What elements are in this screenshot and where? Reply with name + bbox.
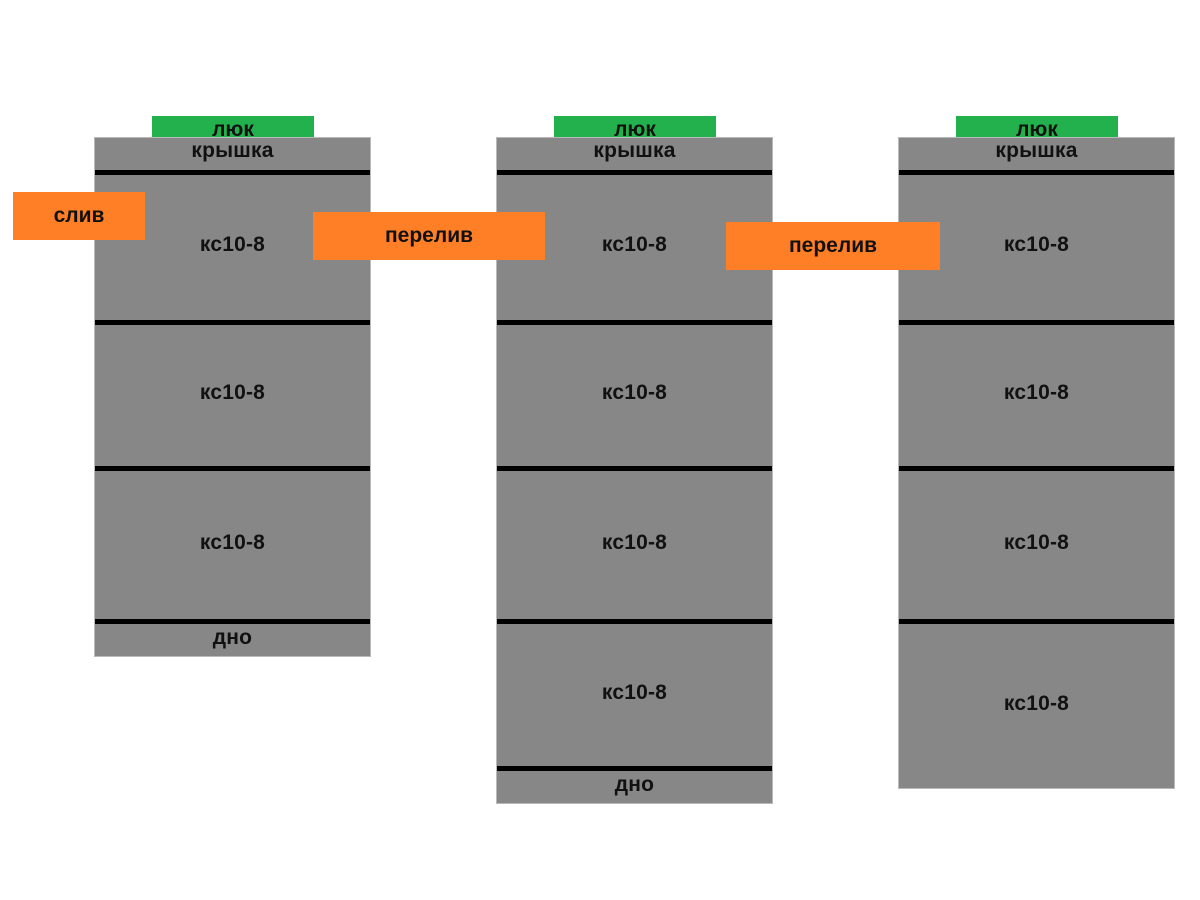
chamber-1-section-bottom-5: дно bbox=[95, 619, 370, 656]
hatch-label: люк bbox=[1016, 118, 1058, 141]
joint-line bbox=[95, 466, 370, 471]
chamber-1-section-lid-1: крышка bbox=[95, 138, 370, 170]
hatch-label: люк bbox=[614, 118, 656, 141]
joint-line bbox=[899, 466, 1174, 471]
section-label: кс10-8 bbox=[199, 381, 266, 404]
section-label: кс10-8 bbox=[601, 680, 668, 704]
joint-line bbox=[497, 466, 772, 471]
joint-line bbox=[95, 170, 370, 175]
overflow-pipe-1-2: перелив bbox=[313, 212, 545, 260]
joint-line bbox=[497, 170, 772, 175]
chamber-3-section-ring-5: кс10-8 bbox=[899, 619, 1174, 788]
joint-line bbox=[497, 619, 772, 624]
section-label: кс10-8 bbox=[1003, 530, 1070, 554]
section-label: кс10-8 bbox=[1003, 381, 1070, 404]
section-label: кс10-8 bbox=[601, 381, 668, 404]
joint-line bbox=[497, 320, 772, 325]
joint-line bbox=[95, 320, 370, 325]
section-label: крышка bbox=[191, 139, 274, 162]
section-label: кс10-8 bbox=[601, 233, 668, 256]
pipe-label: слив bbox=[53, 204, 105, 227]
chamber-3-section-ring-2: кс10-8 bbox=[899, 170, 1174, 320]
overflow-pipe-2-3: перелив bbox=[726, 222, 940, 270]
chamber-1-section-ring-3: кс10-8 bbox=[95, 320, 370, 466]
section-label: кс10-8 bbox=[601, 530, 668, 554]
pipe-label: перелив bbox=[788, 234, 878, 257]
chamber-2-section-lid-1: крышка bbox=[497, 138, 772, 170]
chamber-3-section-lid-1: крышка bbox=[899, 138, 1174, 170]
joint-line bbox=[899, 320, 1174, 325]
section-label: кс10-8 bbox=[1003, 691, 1070, 715]
joint-line bbox=[95, 619, 370, 624]
chamber-2-section-bottom-6: дно bbox=[497, 766, 772, 803]
chamber-1: крышка кс10-8 кс10-8 кс10-8 дно bbox=[95, 138, 370, 656]
section-label: кс10-8 bbox=[199, 233, 266, 256]
chamber-2-section-ring-4: кс10-8 bbox=[497, 466, 772, 619]
chamber-3: крышка кс10-8 кс10-8 кс10-8 кс10-8 bbox=[899, 138, 1174, 788]
section-label: кс10-8 bbox=[199, 530, 266, 554]
section-label: дно bbox=[212, 625, 253, 649]
chamber-1-section-ring-2: кс10-8 bbox=[95, 170, 370, 320]
chamber-3-section-ring-4: кс10-8 bbox=[899, 466, 1174, 619]
hatch-label: люк bbox=[212, 118, 254, 141]
joint-line bbox=[899, 170, 1174, 175]
section-label: дно bbox=[614, 772, 655, 796]
section-label: крышка bbox=[593, 139, 676, 162]
section-label: кс10-8 bbox=[1003, 233, 1070, 256]
chamber-3-section-ring-3: кс10-8 bbox=[899, 320, 1174, 466]
chamber-1-section-ring-4: кс10-8 bbox=[95, 466, 370, 619]
drain-pipe: слив bbox=[13, 192, 145, 240]
pipe-label: перелив bbox=[384, 224, 474, 247]
chamber-2-section-ring-2: кс10-8 bbox=[497, 170, 772, 320]
section-label: крышка bbox=[995, 139, 1078, 162]
chamber-2-section-ring-5: кс10-8 bbox=[497, 619, 772, 766]
joint-line bbox=[497, 766, 772, 771]
chamber-2-section-ring-3: кс10-8 bbox=[497, 320, 772, 466]
joint-line bbox=[899, 619, 1174, 624]
